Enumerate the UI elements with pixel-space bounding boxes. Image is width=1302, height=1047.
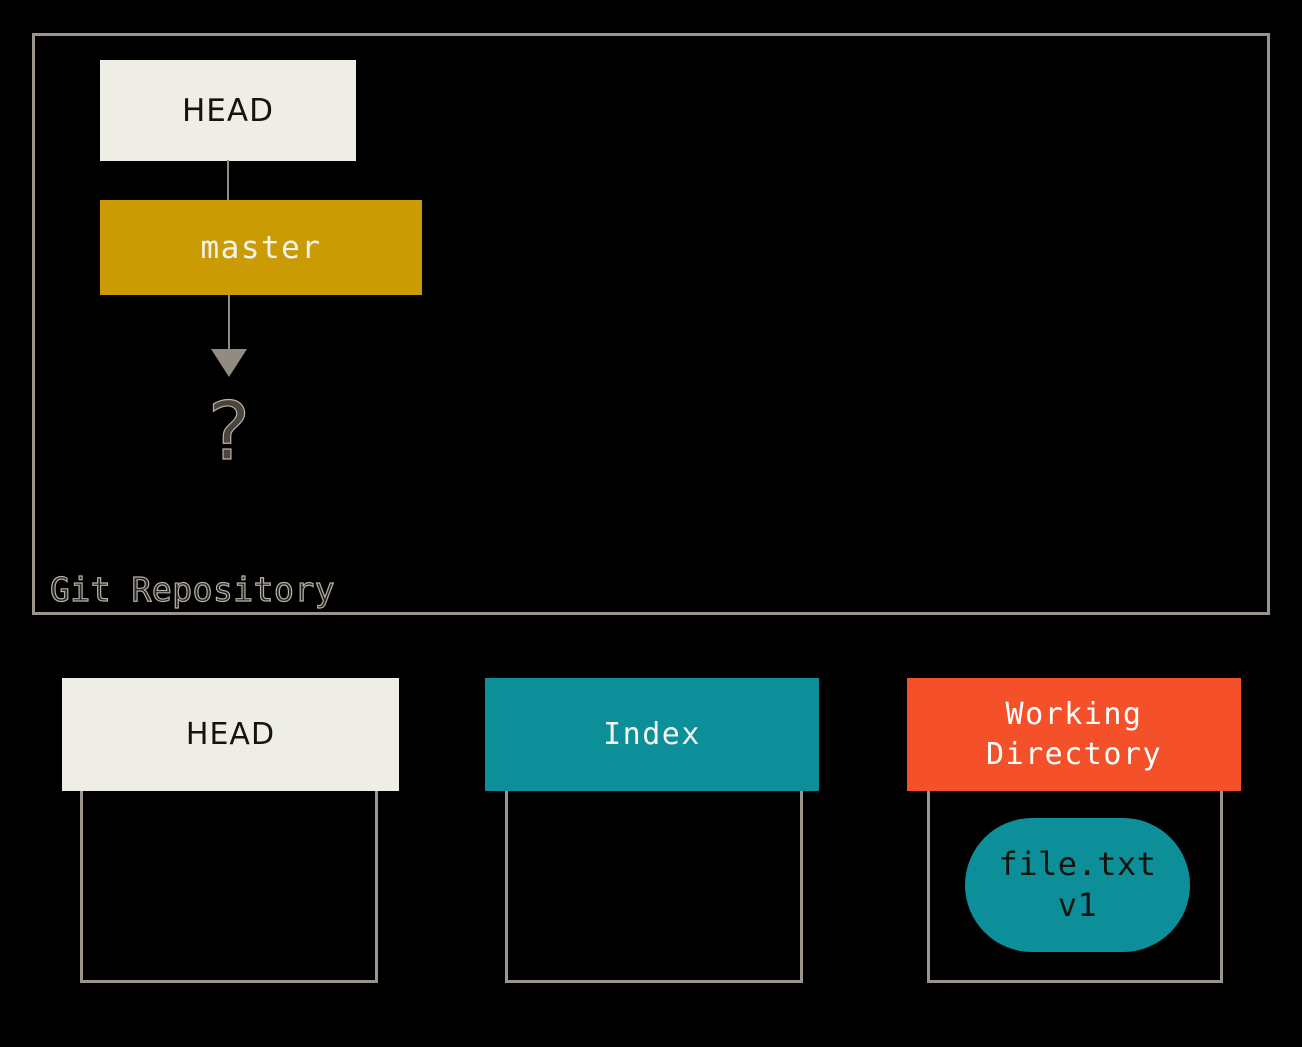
- repo-head-ref-label: HEAD: [182, 92, 274, 129]
- file-blob-version: v1: [1057, 886, 1098, 924]
- area-body-working-directory: [927, 791, 1223, 983]
- area-header-index-label: Index: [603, 716, 701, 752]
- unknown-commit-question-mark: ?: [207, 385, 251, 478]
- area-body-index: [505, 791, 803, 983]
- file-blob-file-txt[interactable]: file.txt v1: [965, 818, 1190, 952]
- git-repository-label: Git Repository: [49, 570, 336, 609]
- area-body-head: [80, 791, 378, 983]
- file-blob-filename: file.txt: [998, 845, 1157, 884]
- master-to-commit-arrow-head: [211, 349, 247, 377]
- area-header-working-directory-label: Working Directory: [986, 695, 1162, 775]
- area-header-head[interactable]: HEAD: [62, 678, 399, 791]
- repo-master-branch-box[interactable]: master: [100, 200, 422, 295]
- area-header-working-directory-line1: Working: [1005, 696, 1143, 732]
- head-to-master-connector: [227, 160, 229, 201]
- repo-master-branch-label: master: [200, 229, 322, 266]
- repo-head-ref-box[interactable]: HEAD: [100, 60, 356, 161]
- master-to-commit-arrow-shaft: [228, 295, 230, 351]
- area-header-head-label: HEAD: [185, 716, 276, 752]
- area-header-working-directory-line2: Directory: [985, 736, 1163, 772]
- git-repository-panel: [32, 33, 1270, 615]
- area-header-working-directory[interactable]: Working Directory: [907, 678, 1241, 791]
- area-header-index[interactable]: Index: [485, 678, 819, 791]
